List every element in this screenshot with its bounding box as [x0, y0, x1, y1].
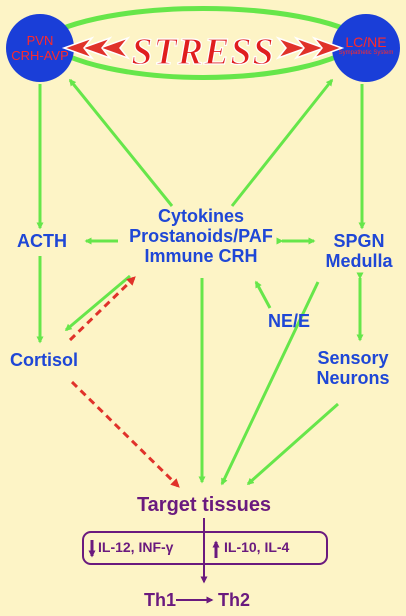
pvn-label: PVN CRH-AVP	[6, 33, 74, 64]
cyto-to-pvn	[68, 78, 174, 207]
acth-label: ACTH	[17, 231, 67, 251]
cytokines-line1: Cytokines	[157, 206, 245, 226]
pvn-node	[6, 14, 74, 82]
spgn-to-target	[220, 281, 320, 486]
stress-right-arrows	[275, 36, 345, 60]
spgn-line2: Medulla	[325, 251, 393, 272]
nee-to-cyto	[254, 280, 272, 309]
sensory-to-target	[246, 402, 339, 486]
cytokines-line3: Immune CRH	[144, 246, 258, 267]
target-label: Target tissues	[136, 494, 272, 516]
nee-label: NE/E	[268, 311, 311, 331]
cyto-to-lcne	[230, 78, 334, 207]
cyto-to-cortisol	[64, 274, 131, 332]
th1-label: Th1	[144, 590, 177, 610]
sensory-line1: Sensory	[317, 348, 389, 368]
lcne-line2: Sympathetic System	[338, 50, 394, 57]
lcne-node	[332, 14, 400, 82]
stress-left-arrows	[61, 36, 131, 60]
pvn-line2: CRH-AVP	[11, 47, 69, 63]
spgn-label: SPGN Medulla	[318, 231, 400, 271]
lcne-label: LC/NE Sympathetic System	[332, 34, 400, 57]
pvn-line1: PVN	[26, 33, 54, 48]
stress-label: STRESS	[131, 31, 274, 73]
sensory-label: Sensory Neurons	[310, 348, 396, 388]
sensory-line2: Neurons	[316, 368, 390, 389]
cytokines-label: Cytokines Prostanoids/PAF Immune CRH	[116, 206, 286, 266]
cortisol-to-target	[70, 380, 180, 488]
cytokine-box-left: IL-12, INF-γ	[98, 539, 174, 555]
th2-label: Th2	[218, 590, 251, 610]
cortisol-label: Cortisol	[10, 350, 79, 370]
cytokines-line2: Prostanoids/PAF	[129, 226, 273, 247]
spgn-line1: SPGN	[333, 231, 385, 251]
cytokine-box-right: IL-10, IL-4	[224, 539, 290, 555]
lcne-line1: LC/NE	[345, 34, 387, 50]
cortisol-inhibits-cyto	[68, 276, 136, 342]
